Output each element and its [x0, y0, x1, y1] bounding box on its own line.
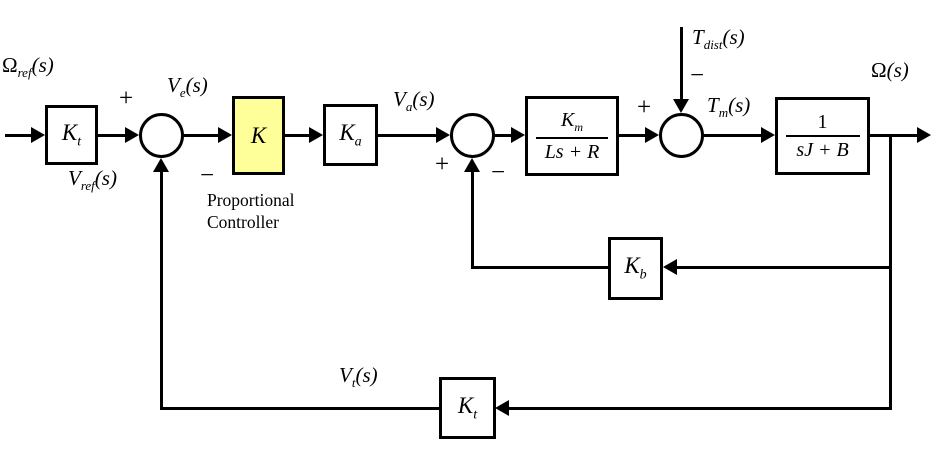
arrowhead-into-ka-icon: [309, 127, 323, 143]
block-armature-km-over-lsr: Km Ls + R: [525, 96, 619, 176]
controller-caption-line2: Controller: [207, 212, 279, 232]
outer-feedback-vertical-line: [160, 171, 163, 410]
block-amplifier-ka: Ka: [323, 104, 378, 166]
controller-caption-line1: Proportional: [207, 190, 295, 210]
label-t-dist: Tdist(s): [692, 25, 745, 53]
block-tachometer-label: Kt: [457, 392, 478, 423]
arrowhead-into-armature-icon: [511, 127, 525, 143]
load-denominator: sJ + B: [796, 139, 849, 161]
fraction-bar: [536, 136, 608, 139]
line-sum1-to-k: [184, 134, 220, 137]
block-proportional-controller-label: K: [250, 123, 267, 148]
sum1-plus-sign: +: [119, 85, 134, 112]
outer-feedback-line-right: [509, 407, 892, 410]
block-proportional-controller-k: K: [232, 96, 285, 175]
block-load-1-over-sjb: 1 sJ + B: [775, 97, 870, 175]
sum3-plus-sign: +: [637, 94, 652, 121]
tdist-line: [680, 27, 683, 100]
label-v-a: Va(s): [393, 87, 435, 115]
line-k-to-ka: [285, 134, 311, 137]
inner-feedback-line-right: [677, 266, 892, 269]
sum2-minus-sign: −: [491, 159, 506, 186]
load-numerator: 1: [817, 111, 828, 133]
line-kt-to-sum1: [98, 134, 127, 137]
block-armature-fraction: Km Ls + R: [536, 109, 608, 163]
output-arrowhead-icon: [917, 127, 931, 143]
input-line: [5, 134, 33, 137]
arrowhead-into-k-icon: [218, 127, 232, 143]
arrowhead-into-sum2-icon: [436, 127, 450, 143]
arrowhead-tdist-into-sum3-icon: [673, 99, 689, 113]
label-t-m: Tm(s): [707, 93, 751, 121]
arrowhead-into-sum3-icon: [645, 127, 659, 143]
summing-junction-3: [659, 113, 704, 158]
line-armature-to-sum3: [619, 134, 647, 137]
takeoff-vertical-line: [889, 135, 892, 410]
summing-junction-1: [139, 113, 184, 158]
inner-feedback-vertical-line: [471, 171, 474, 269]
arrowhead-into-tacho-icon: [495, 400, 509, 416]
label-v-e: Ve(s): [167, 73, 208, 101]
outer-feedback-line-left: [161, 407, 440, 410]
sum2-plus-sign: +: [435, 151, 450, 178]
line-sum2-to-armature: [495, 134, 513, 137]
arrowhead-into-load-icon: [761, 127, 775, 143]
sum1-minus-sign: −: [200, 162, 215, 189]
label-omega-ref: Ωref(s): [2, 53, 54, 81]
input-arrowhead-icon: [31, 127, 45, 143]
armature-denominator: Ls + R: [544, 140, 600, 163]
block-back-emf-kb: Kb: [608, 237, 663, 300]
armature-numerator: Km: [560, 109, 583, 135]
output-line: [870, 134, 918, 137]
fraction-bar: [785, 135, 860, 137]
arrowhead-into-sum1-bottom-icon: [153, 158, 169, 172]
sum3-minus-sign: −: [690, 62, 705, 89]
label-omega-out: Ω(s): [871, 58, 909, 82]
label-v-t: Vt(s): [339, 363, 378, 391]
block-tachometer-kt: Kt: [439, 377, 496, 439]
line-ka-to-sum2: [378, 134, 438, 137]
block-amplifier-label: Ka: [339, 119, 362, 150]
arrowhead-into-kb-icon: [663, 259, 677, 275]
block-back-emf-label: Kb: [624, 253, 647, 283]
controller-caption: Proportional Controller: [207, 189, 295, 233]
inner-feedback-line-left: [471, 266, 608, 269]
label-v-ref: Vref(s): [68, 166, 117, 194]
block-load-fraction: 1 sJ + B: [785, 111, 860, 161]
block-input-transducer-label: Kt: [61, 119, 82, 150]
arrowhead-into-sum2-bottom-icon: [464, 158, 480, 172]
line-sum3-to-load: [704, 134, 763, 137]
summing-junction-2: [450, 113, 495, 158]
block-input-transducer-kt: Kt: [45, 105, 98, 165]
arrowhead-into-sum1-icon: [125, 127, 139, 143]
